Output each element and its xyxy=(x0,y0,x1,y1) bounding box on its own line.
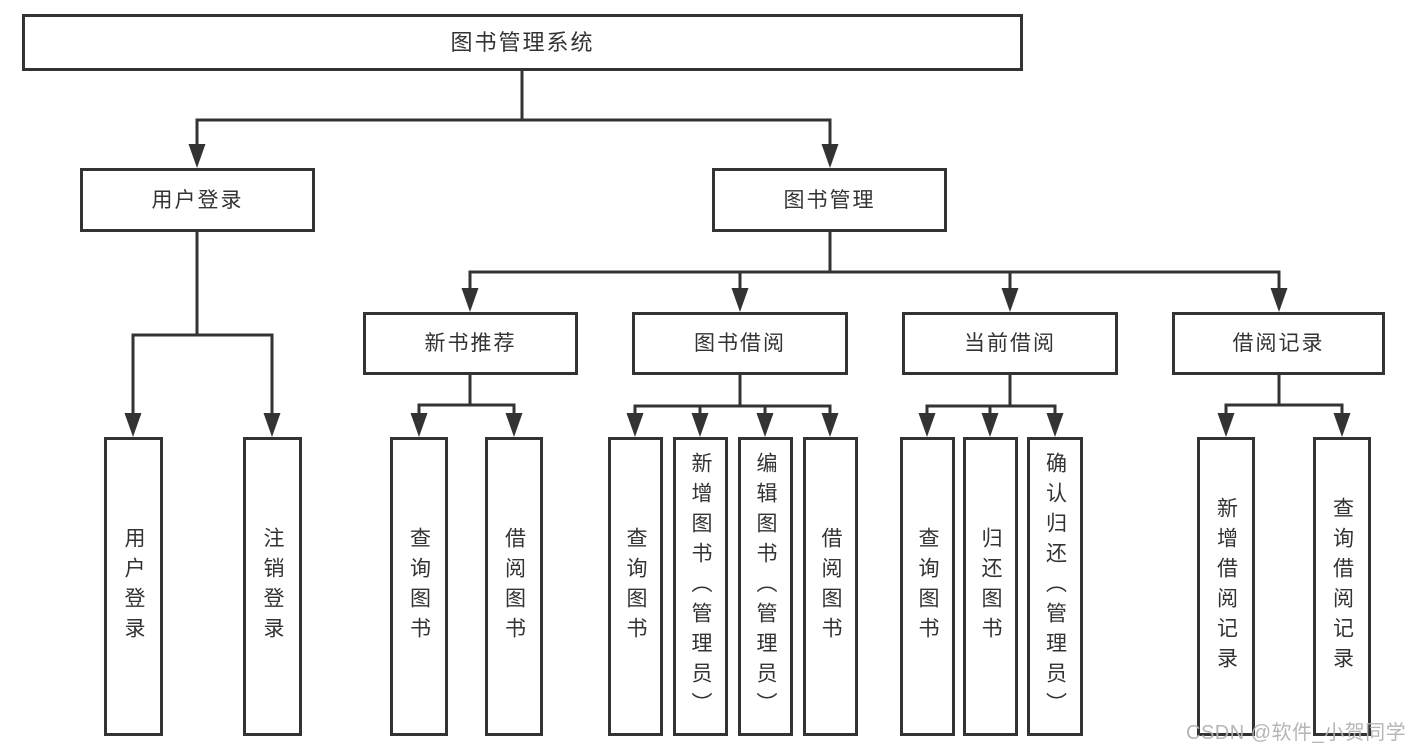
node-label: 借阅图书 xyxy=(819,526,842,647)
node-label: 图书管理 xyxy=(783,188,876,212)
node-label: 注销登录 xyxy=(261,526,284,647)
node-label: 新书推荐 xyxy=(424,332,517,355)
node-label: 新增借阅记录 xyxy=(1214,496,1238,677)
node-label: 查询图书 xyxy=(407,526,431,647)
node-label: 借阅记录 xyxy=(1232,332,1325,355)
node-new-book-recommendation: 新书推荐 xyxy=(363,312,578,375)
node-label: 用户登录 xyxy=(151,188,244,212)
node-label: 查询图书 xyxy=(916,526,939,647)
node-label: 归还图书 xyxy=(979,526,1002,647)
node-borrowing-records: 借阅记录 xyxy=(1172,312,1385,375)
node-query-books-current: 查询图书 xyxy=(900,437,955,736)
node-label: 确认归还（管理员） xyxy=(1043,451,1067,722)
node-return-books: 归还图书 xyxy=(963,437,1018,736)
node-label: 查询图书 xyxy=(624,526,647,647)
node-borrow-books-borrowing: 借阅图书 xyxy=(803,437,858,736)
node-label: 查询借阅记录 xyxy=(1330,496,1354,677)
node-borrow-books-recommend: 借阅图书 xyxy=(485,437,543,736)
node-logout: 注销登录 xyxy=(243,437,302,736)
node-label: 图书借阅 xyxy=(694,332,786,355)
node-label: 图书管理系统 xyxy=(450,29,595,55)
node-current-borrowing: 当前借阅 xyxy=(902,312,1118,375)
node-label: 用户登录 xyxy=(122,526,145,647)
csdn-watermark: CSDN @软件_小贺同学 xyxy=(1186,722,1405,744)
node-book-management: 图书管理 xyxy=(712,168,947,232)
node-label: 编辑图书（管理员） xyxy=(754,451,777,722)
node-add-borrow-record: 新增借阅记录 xyxy=(1197,437,1255,736)
node-label: 借阅图书 xyxy=(502,526,526,647)
node-query-books-borrowing: 查询图书 xyxy=(608,437,663,736)
node-confirm-return-admin: 确认归还（管理员） xyxy=(1027,437,1083,736)
node-label: 当前借阅 xyxy=(964,332,1056,355)
node-add-books-admin: 新增图书（管理员） xyxy=(673,437,728,736)
node-book-borrowing: 图书借阅 xyxy=(632,312,848,375)
node-user-login: 用户登录 xyxy=(80,168,315,232)
node-library-management-system: 图书管理系统 xyxy=(22,14,1023,71)
node-user-login-leaf: 用户登录 xyxy=(104,437,163,736)
node-label: 新增图书（管理员） xyxy=(689,451,712,722)
node-query-books-recommend: 查询图书 xyxy=(390,437,448,736)
node-edit-books-admin: 编辑图书（管理员） xyxy=(738,437,793,736)
node-query-borrow-record: 查询借阅记录 xyxy=(1313,437,1371,736)
